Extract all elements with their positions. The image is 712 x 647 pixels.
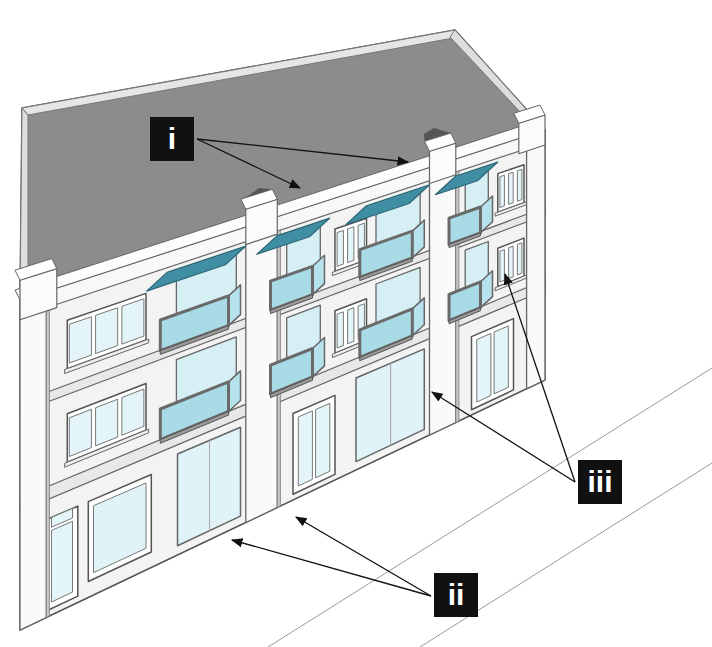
window-pane <box>509 172 514 204</box>
transom <box>52 508 73 527</box>
callout-number: ii <box>448 580 465 610</box>
floor-band <box>20 208 545 413</box>
balcony-slab <box>360 258 413 281</box>
door-glass <box>52 521 73 602</box>
balcony-rail-side <box>313 338 325 377</box>
pilaster <box>527 143 545 389</box>
door-glass <box>298 411 312 486</box>
door-glass <box>494 326 508 394</box>
balcony-slab <box>271 295 313 314</box>
building <box>15 30 545 630</box>
leader-line <box>296 517 431 596</box>
balcony-slab <box>449 308 481 324</box>
window-pane <box>96 308 118 354</box>
window-pane <box>509 246 514 278</box>
street-line <box>268 368 712 647</box>
window-pane <box>348 308 354 344</box>
floor-band <box>20 280 545 511</box>
callout-number: iii <box>587 467 612 497</box>
leader-line <box>197 139 408 162</box>
balcony-rail-side <box>313 255 325 294</box>
door <box>46 506 78 611</box>
window-pane <box>348 227 354 263</box>
window-pane <box>500 175 505 207</box>
balcony-slab <box>160 412 228 444</box>
window-pane <box>337 312 343 348</box>
window-pane <box>337 230 343 266</box>
pilaster-side <box>46 307 49 618</box>
door <box>293 395 335 494</box>
window-pane <box>96 399 118 446</box>
leader-lines <box>197 139 575 596</box>
parapet-cap-top <box>15 259 57 281</box>
balcony-rail-side <box>481 271 493 308</box>
leader-line <box>197 139 300 188</box>
window-pane <box>122 389 144 435</box>
balcony-rail-side <box>481 196 493 233</box>
pilaster <box>20 308 46 630</box>
canopy <box>147 246 246 291</box>
leader-line <box>432 392 575 482</box>
roof-parapet <box>22 30 459 115</box>
balcony-slab <box>449 233 481 248</box>
window-sill <box>65 339 149 373</box>
balcony-slab <box>271 377 313 398</box>
roof-parapet <box>450 30 545 131</box>
window-pane <box>517 243 522 275</box>
window-pane <box>500 250 505 283</box>
window-pane <box>122 299 144 344</box>
window-sill <box>495 202 526 217</box>
door <box>472 319 514 410</box>
balcony-rail-side <box>412 220 424 258</box>
balcony-slab <box>160 326 228 355</box>
parapet-cap-top <box>425 133 456 151</box>
mullion <box>209 440 210 531</box>
leader-line <box>232 540 431 596</box>
parapet-cap-top <box>241 189 277 209</box>
balcony-rail <box>160 296 228 351</box>
leader-line <box>505 274 575 482</box>
mullion <box>390 363 391 446</box>
balcony-rail-side <box>412 298 424 336</box>
storefront-glass <box>356 349 424 462</box>
balcony-rail-side <box>229 371 241 412</box>
callout-box: i <box>150 117 194 161</box>
shop-glass <box>94 483 147 573</box>
canopy <box>346 185 429 225</box>
balcony-rail <box>160 382 228 440</box>
door-glass <box>477 333 491 402</box>
callout-box: ii <box>434 573 478 617</box>
balcony-rail-side <box>229 285 241 326</box>
callout-box: iii <box>578 460 622 504</box>
window-pane <box>69 317 91 363</box>
window-pane <box>69 409 91 456</box>
parapet-cap-top <box>514 105 545 123</box>
door-glass <box>316 403 330 478</box>
balcony-slab <box>360 336 413 361</box>
storefront-glass <box>178 427 241 546</box>
callout-number: i <box>168 124 176 154</box>
window-sill <box>65 429 149 467</box>
window-pane <box>517 169 522 201</box>
street-line <box>420 463 712 647</box>
window-sill <box>495 275 526 291</box>
shop-window <box>88 475 151 582</box>
